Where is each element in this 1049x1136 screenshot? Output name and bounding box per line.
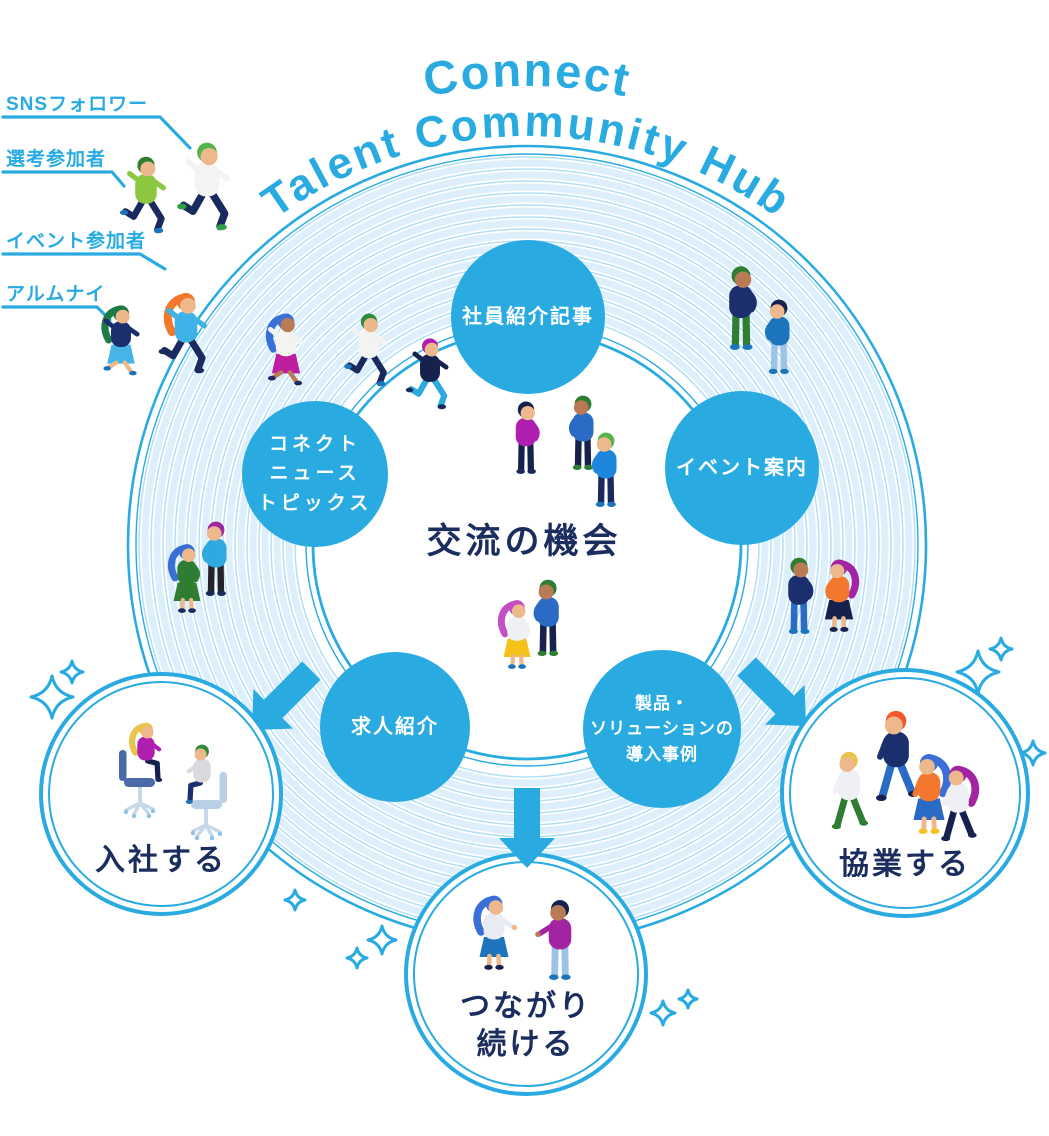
person-pair-pink-yellow: [497, 600, 531, 669]
person-pair-green-blue: [533, 579, 559, 656]
person-runner-shirt-tie: [177, 142, 230, 231]
person-center-magenta-top: [515, 401, 540, 474]
person-right-orange-top: [824, 559, 860, 632]
person-runner-orange-hair: [158, 293, 207, 374]
outcome-label-join: 入社する: [95, 843, 227, 877]
person-talk-beanie-jacket: [729, 266, 757, 350]
hub-circle-solution-cases: 製品・ ソリューションの 導入事例: [583, 650, 741, 808]
title-line-1: Connect: [419, 43, 635, 107]
hub-circle-employee-articles: 社員紹介記事: [451, 240, 605, 394]
outcome-circle-join: 入社する: [39, 672, 283, 916]
person-right-navy-sweater: [788, 557, 814, 634]
hub-circle-event-info: イベント案内: [665, 391, 819, 545]
person-runner-green-hair: [101, 305, 140, 376]
title-line-2: Talent Community Hub: [253, 97, 800, 227]
outcome-label-collaborate: 協業する: [839, 847, 971, 881]
person-talk-blue-tee: [764, 299, 790, 374]
outcome-circle-collaborate: 協業する: [780, 668, 1030, 918]
hub-circle-job-intro: 求人紹介: [320, 652, 470, 802]
side-label-selection: 選考参加者: [6, 149, 107, 170]
person-center-blue-sweater: [568, 395, 594, 470]
side-label-alumni: アルムナイ: [6, 284, 106, 305]
outcome-circle-stay-connected: つながり 続ける: [404, 852, 648, 1096]
person-runner-magenta: [405, 338, 449, 410]
person-runner-green-tee: [344, 313, 389, 387]
outcome-label-stay-connected: つながり 続ける: [460, 989, 592, 1061]
side-label-event-attendees: イベント参加者: [6, 231, 147, 252]
side-label-sns-followers: SNSフォロワー: [6, 94, 149, 115]
person-runner-lime: [119, 156, 166, 234]
person-runner-blue-pony: [265, 313, 306, 386]
person-left-cyan-shirt: [201, 521, 227, 596]
person-center-green-hair: [591, 432, 617, 507]
center-label: 交流の機会: [426, 522, 622, 561]
hub-circle-connect-news-topics: コネクト ニュース トピックス: [242, 401, 388, 547]
person-left-green-dress: [167, 544, 201, 613]
